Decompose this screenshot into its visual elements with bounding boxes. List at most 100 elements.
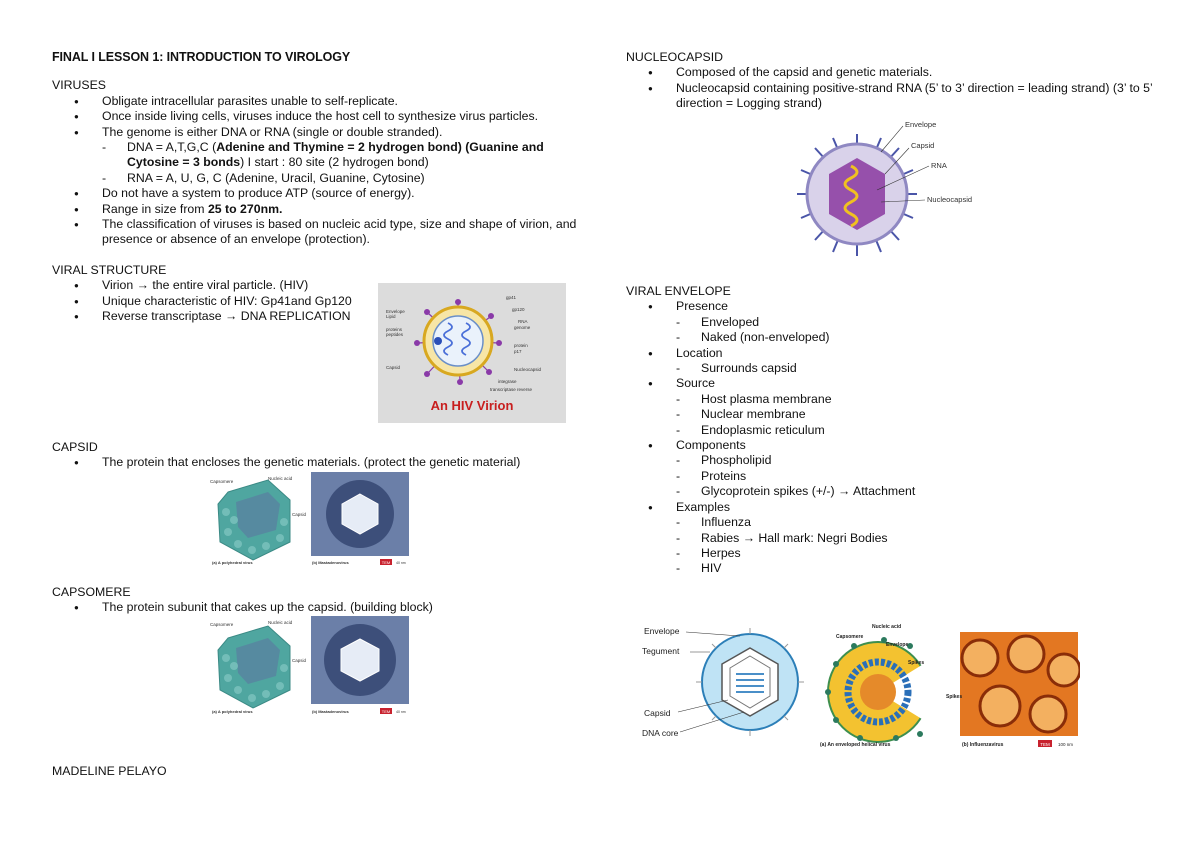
svg-text:Lipid: Lipid: [386, 314, 396, 319]
list-item: HIV: [676, 561, 1156, 577]
list-item: The protein that encloses the genetic ma…: [52, 455, 582, 471]
document-title: FINAL I LESSON 1: INTRODUCTION TO VIROLO…: [52, 50, 351, 64]
list-item: Glycoprotein spikes (+/-) → Attachment: [676, 484, 1156, 500]
list-item: DNA = A,T,G,C (Adenine and Thymine = 2 h…: [102, 140, 582, 171]
svg-text:Capsid: Capsid: [386, 365, 401, 370]
hiv-virion-figure: Envelope Lipid proteins peptides Capsid …: [378, 283, 566, 423]
list-item: Source Host plasma membrane Nuclear memb…: [626, 376, 1156, 438]
viruses-list: Obligate intracellular parasites unable …: [52, 94, 582, 248]
svg-text:integrase: integrase: [498, 379, 517, 384]
svg-text:(b) Mastadenovirus: (b) Mastadenovirus: [312, 560, 349, 565]
capsomere-heading: CAPSOMERE: [52, 585, 131, 599]
svg-text:40 nm: 40 nm: [396, 710, 406, 714]
svg-text:Nucleic acid: Nucleic acid: [268, 620, 293, 625]
svg-text:(b) Mastadenovirus: (b) Mastadenovirus: [312, 709, 349, 714]
svg-text:protein: protein: [514, 343, 528, 348]
list-item: Influenza: [676, 515, 1156, 531]
genome-sublist: DNA = A,T,G,C (Adenine and Thymine = 2 h…: [102, 140, 582, 187]
svg-text:Envelope: Envelope: [386, 309, 405, 314]
svg-text:genome: genome: [514, 325, 531, 330]
svg-text:Nucleocapsid: Nucleocapsid: [514, 367, 542, 372]
list-item: Obligate intracellular parasites unable …: [52, 94, 582, 110]
list-item: Presence EnvelopedNaked (non-enveloped): [626, 299, 1156, 346]
list-item: Endoplasmic reticulum: [676, 423, 1156, 439]
nucleocapsid-figure: Envelope Capsid RNA Nucleocapsid: [785, 112, 995, 270]
svg-text:Nucleic acid: Nucleic acid: [872, 624, 901, 630]
right-column: NUCLEOCAPSID Composed of the capsid and …: [626, 50, 1156, 112]
list-item: Nucleocapsid containing positive-strand …: [626, 81, 1156, 112]
list-item: The classification of viruses is based o…: [52, 217, 582, 248]
viruses-heading: VIRUSES: [52, 78, 106, 93]
svg-text:(a) A polyhedral virus: (a) A polyhedral virus: [212, 709, 253, 714]
list-item: Nuclear membrane: [676, 407, 1156, 423]
svg-text:Spikes: Spikes: [946, 694, 962, 700]
list-item: Enveloped: [676, 315, 1156, 331]
list-item: Location Surrounds capsid: [626, 346, 1156, 377]
list-item: Host plasma membrane: [676, 392, 1156, 408]
svg-text:Spikes: Spikes: [908, 660, 924, 666]
structure-list: Virion → the entire viral particle. (HIV…: [52, 278, 582, 325]
viral-envelope-heading: VIRAL ENVELOPE: [626, 284, 731, 298]
svg-text:Envelope: Envelope: [644, 626, 680, 636]
svg-text:40 nm: 40 nm: [396, 561, 406, 565]
author-footer: MADELINE PELAYO: [52, 764, 167, 778]
list-item: Rabies → Hall mark: Negri Bodies: [676, 531, 1156, 547]
list-item: Range in size from 25 to 270nm.: [52, 202, 582, 218]
list-item: Naked (non-enveloped): [676, 330, 1156, 346]
svg-text:Nucleic acid: Nucleic acid: [268, 476, 293, 481]
list-item: Components Phospholipid Proteins Glycopr…: [626, 438, 1156, 500]
left-column: FINAL I LESSON 1: INTRODUCTION TO VIROLO…: [52, 50, 582, 325]
list-item: Proteins: [676, 469, 1156, 485]
svg-text:gp120: gp120: [512, 307, 525, 312]
capsomere-section: CAPSOMERE The protein subunit that cakes…: [52, 585, 582, 616]
capsid-heading: CAPSID: [52, 440, 98, 454]
herpes-diagram: Envelope Tegument Capsid DNA core: [642, 626, 804, 738]
svg-text:TEM: TEM: [1040, 742, 1050, 747]
svg-text:TEM: TEM: [382, 560, 390, 565]
list-item: Surrounds capsid: [676, 361, 1156, 377]
svg-text:(a) An enveloped helical virus: (a) An enveloped helical virus: [820, 742, 891, 748]
enveloped-virus-figure: Envelope Tegument Capsid DNA core Nuclei…: [640, 620, 1080, 750]
svg-text:TEM: TEM: [382, 709, 390, 714]
list-item: Unique characteristic of HIV: Gp41and Gp…: [52, 294, 582, 310]
list-item: Virion → the entire viral particle. (HIV…: [52, 278, 582, 294]
list-item: Composed of the capsid and genetic mater…: [626, 65, 1156, 81]
hiv-caption: An HIV Virion: [431, 398, 514, 413]
helical-virus-diagram: Nucleic acid Capsomere Envelope Spikes (…: [820, 624, 940, 748]
viral-structure-heading: VIRAL STRUCTURE: [52, 262, 167, 277]
svg-text:(b) Influenzavirus: (b) Influenzavirus: [962, 742, 1004, 748]
svg-text:gp41: gp41: [506, 295, 517, 300]
svg-text:Capsid: Capsid: [292, 658, 307, 663]
capsid-section: CAPSID The protein that encloses the gen…: [52, 440, 582, 471]
svg-text:transcriptase reverse: transcriptase reverse: [490, 387, 533, 392]
capsomere-figure: Capsomere Nucleic acid Capsid (a) A poly…: [208, 616, 413, 718]
rna-strand: [843, 164, 859, 228]
svg-text:Capsomere: Capsomere: [836, 634, 863, 640]
svg-text:Capsomere: Capsomere: [210, 479, 234, 484]
svg-text:100 nm: 100 nm: [1058, 742, 1073, 747]
list-item: RNA = A, U, G, C (Adenine, Uracil, Guani…: [102, 171, 582, 187]
svg-text:Envelope: Envelope: [886, 642, 908, 648]
viral-envelope-section: VIRAL ENVELOPE Presence EnvelopedNaked (…: [626, 284, 1156, 577]
svg-text:Capsid: Capsid: [644, 708, 671, 718]
svg-text:p17: p17: [514, 349, 522, 354]
list-item: Examples Influenza Rabies → Hall mark: N…: [626, 500, 1156, 577]
hiv-rna: [443, 322, 453, 356]
influenzavirus-micrograph: Spikes (b) Influenzavirus TEM 100 nm: [946, 632, 1080, 748]
list-item: Reverse transcriptase → DNA REPLICATION: [52, 309, 582, 325]
list-item: Phospholipid: [676, 453, 1156, 469]
svg-text:Envelope: Envelope: [905, 120, 936, 129]
svg-text:(a) A polyhedral virus: (a) A polyhedral virus: [212, 560, 253, 565]
svg-text:RNA: RNA: [931, 161, 947, 170]
svg-text:RNA: RNA: [518, 319, 528, 324]
svg-text:Nucleocapsid: Nucleocapsid: [927, 195, 972, 204]
svg-text:Capsomere: Capsomere: [210, 622, 234, 627]
list-item: Do not have a system to produce ATP (sou…: [52, 186, 582, 202]
svg-text:Tegument: Tegument: [642, 646, 680, 656]
svg-text:proteins: proteins: [386, 327, 403, 332]
list-item: Once inside living cells, viruses induce…: [52, 109, 582, 125]
svg-text:Capsid: Capsid: [911, 141, 934, 150]
list-item: The genome is either DNA or RNA (single …: [52, 125, 582, 187]
list-item: The protein subunit that cakes up the ca…: [52, 600, 582, 616]
svg-text:DNA core: DNA core: [642, 728, 679, 738]
